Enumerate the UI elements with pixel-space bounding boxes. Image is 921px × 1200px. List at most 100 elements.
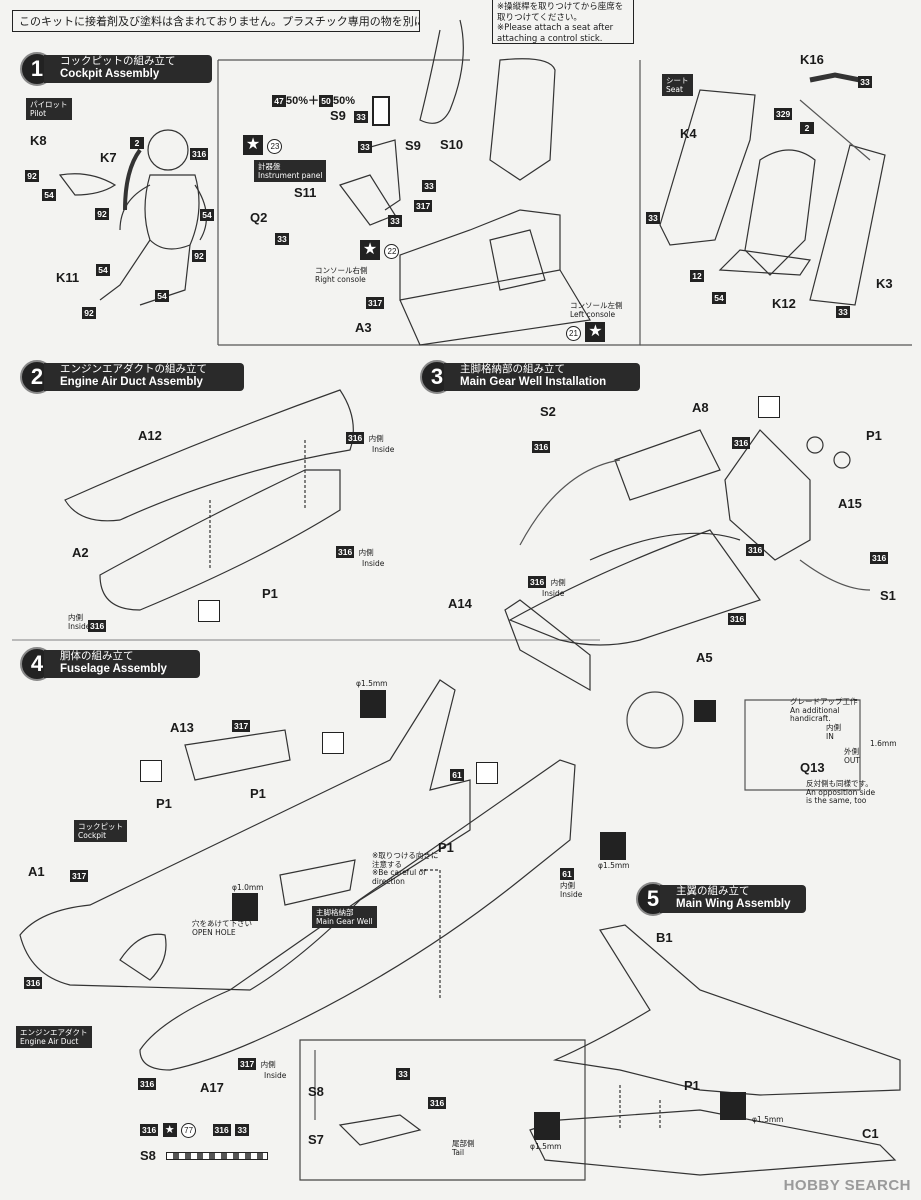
color-329: 329 bbox=[774, 108, 793, 120]
part-b1: B1 bbox=[656, 930, 673, 945]
drill-icon bbox=[534, 1112, 560, 1140]
engine-air-duct-tag: エンジンエアダクト Engine Air Duct bbox=[16, 1026, 92, 1048]
callout-en: ※Please attach a seat after attaching a … bbox=[497, 23, 614, 44]
color-33: 33 bbox=[275, 233, 289, 245]
part-a5: A5 bbox=[696, 650, 713, 665]
color-54: 54 bbox=[712, 292, 726, 304]
part-a14: A14 bbox=[448, 596, 472, 611]
no-glue-icon bbox=[476, 762, 498, 784]
color-316: 316 bbox=[732, 437, 751, 449]
color-2: 2 bbox=[130, 137, 144, 149]
instrument-panel-tag: 計器盤 Instrument panel bbox=[254, 160, 327, 182]
part-a1: A1 bbox=[28, 864, 45, 879]
part-s8: S8 bbox=[308, 1084, 324, 1099]
step-4-title-en: Fuselage Assembly bbox=[60, 663, 167, 675]
part-k16: K16 bbox=[800, 52, 824, 67]
drill-size-label: φ1.0mm bbox=[232, 883, 264, 892]
drill-size-label: φ1.5mm bbox=[356, 679, 388, 688]
color-316: 316 bbox=[88, 620, 107, 632]
color-54: 54 bbox=[155, 290, 169, 302]
step-3-title-en: Main Gear Well Installation bbox=[460, 376, 607, 388]
step-2-title-jp: エンジンエアダクトの組み立て bbox=[60, 363, 207, 375]
color-316: 316 bbox=[428, 1097, 447, 1109]
color-317: 317 bbox=[232, 720, 251, 732]
part-a17: A17 bbox=[200, 1080, 224, 1095]
part-k12: K12 bbox=[772, 296, 796, 311]
drill-icon bbox=[720, 1092, 746, 1120]
in-label: 内側 IN bbox=[826, 723, 841, 741]
part-a15: A15 bbox=[838, 496, 862, 511]
part-s11: S11 bbox=[294, 185, 317, 200]
step-5-header: 5 主翼の組み立て Main Wing Assembly bbox=[636, 882, 806, 916]
inside-note: 316 内側 Inside bbox=[528, 576, 566, 598]
no-glue-icon bbox=[758, 396, 780, 418]
part-c1: C1 bbox=[862, 1126, 879, 1141]
step-5-title-en: Main Wing Assembly bbox=[676, 898, 791, 910]
color-316: 316 bbox=[532, 441, 551, 453]
color-12: 12 bbox=[690, 270, 704, 282]
color-33: 33 bbox=[396, 1068, 410, 1080]
inside-note: 317 内側 Inside bbox=[238, 1058, 287, 1080]
drill-size-label: φ1.5mm bbox=[598, 861, 630, 870]
part-s8: S8 bbox=[140, 1148, 156, 1163]
opposite-side-note: 反対側も同様です。 An opposition side is the same… bbox=[806, 779, 876, 805]
color-33: 33 bbox=[858, 76, 872, 88]
part-s2: S2 bbox=[540, 404, 556, 419]
color-92: 92 bbox=[82, 307, 96, 319]
main-gear-well-tag: 主脚格納部 Main Gear Well bbox=[312, 906, 377, 928]
seat-drawing bbox=[659, 72, 886, 306]
color-54: 54 bbox=[42, 189, 56, 201]
air-duct-drawing bbox=[64, 389, 354, 611]
tail-note: 尾部側 Tail bbox=[452, 1139, 475, 1157]
seat-tag: シート Seat bbox=[662, 74, 693, 96]
inside-note: 316 内側 Inside bbox=[346, 432, 395, 454]
color-316: 316 bbox=[728, 613, 747, 625]
watermark: HOBBY SEARCH bbox=[783, 1177, 911, 1194]
step-1-header: 1 コックピットの組み立て Cockpit Assembly bbox=[20, 52, 220, 86]
color-316: 316 bbox=[190, 148, 209, 160]
s8-part-icon bbox=[166, 1152, 268, 1160]
step-3-header: 3 主脚格納部の組み立て Main Gear Well Installation bbox=[420, 360, 640, 394]
color-54: 54 bbox=[200, 209, 214, 221]
color-317: 317 bbox=[414, 200, 433, 212]
s8-decal-detail: 316 ★ 77 316 33 bbox=[140, 1120, 278, 1138]
star-icon: ★ bbox=[162, 1123, 177, 1137]
left-console-label: コンソール左側 Left console bbox=[570, 301, 623, 319]
part-a12: A12 bbox=[138, 428, 162, 443]
part-a3: A3 bbox=[355, 320, 372, 335]
step-1-title-en: Cockpit Assembly bbox=[60, 68, 160, 80]
inside-note: 316 内側 Inside bbox=[336, 546, 385, 568]
part-k4: K4 bbox=[680, 126, 697, 141]
part-p1: P1 bbox=[262, 586, 278, 601]
decal-22: ★ 22 bbox=[360, 240, 400, 260]
s9-part-icon bbox=[372, 96, 390, 126]
color-2: 2 bbox=[800, 122, 814, 134]
part-s1: S1 bbox=[880, 588, 896, 603]
wing-drawing bbox=[529, 924, 901, 1176]
part-p1: P1 bbox=[866, 428, 882, 443]
decal-21: 21 ★ bbox=[566, 322, 606, 342]
no-glue-icon bbox=[140, 760, 162, 782]
color-92: 92 bbox=[95, 208, 109, 220]
part-k8: K8 bbox=[30, 133, 47, 148]
color-33: 33 bbox=[388, 215, 402, 227]
color-54: 54 bbox=[96, 264, 110, 276]
inside-note: 61 内側 Inside bbox=[560, 868, 583, 899]
part-a2: A2 bbox=[72, 545, 89, 560]
step-5-title-jp: 主翼の組み立て bbox=[676, 885, 750, 897]
part-s9: S9 bbox=[405, 138, 421, 153]
open-hole-note: 穴をあけて下さい OPEN HOLE bbox=[192, 919, 252, 937]
no-glue-icon bbox=[198, 600, 220, 622]
part-p1: P1 bbox=[156, 796, 172, 811]
color-33: 33 bbox=[646, 212, 660, 224]
step-1-title-jp: コックピットの組み立て bbox=[60, 55, 176, 67]
part-a8: A8 bbox=[692, 400, 709, 415]
inside-note: 内側 Inside bbox=[68, 613, 91, 631]
drill-icon bbox=[360, 690, 386, 718]
star-icon: ★ bbox=[585, 322, 606, 342]
part-a13: A13 bbox=[170, 720, 194, 735]
color-33: 33 bbox=[836, 306, 850, 318]
callout-jp: ※操縦桿を取りつけてから座席を取りつけてください。 bbox=[497, 2, 624, 23]
